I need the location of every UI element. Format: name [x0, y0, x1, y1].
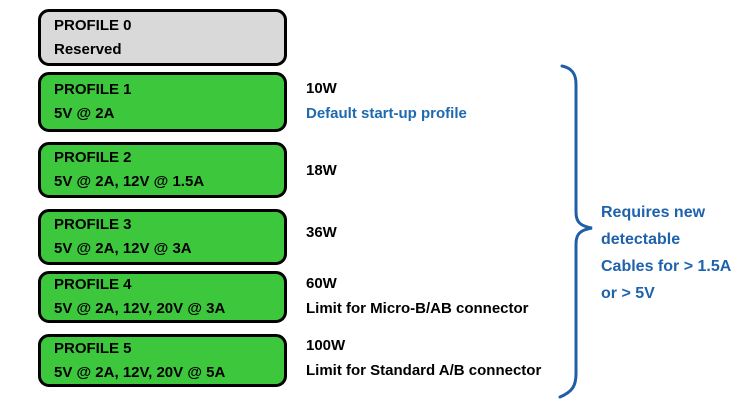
- brace-note-line: Cables for > 1.5A: [601, 258, 732, 275]
- profile-box-3: PROFILE 3 5V @ 2A, 12V @ 3A: [38, 209, 287, 265]
- brace-note-line: detectable: [601, 231, 681, 248]
- profile-title: PROFILE 5: [54, 339, 132, 357]
- power-rating: 18W: [306, 162, 337, 179]
- profile-title: PROFILE 1: [54, 81, 132, 98]
- annotation-profile-1: 10W Default start-up profile: [306, 76, 467, 126]
- brace-note-line: Requires new: [601, 204, 706, 221]
- annotation-profile-3: 36W: [306, 220, 337, 245]
- profile-note: Limit for Micro-B/AB connector: [306, 300, 529, 317]
- curly-brace-icon: [558, 64, 593, 399]
- profile-subtitle: 5V @ 2A: [54, 105, 115, 122]
- profile-title: PROFILE 4: [54, 276, 132, 293]
- profile-title: PROFILE 0: [54, 16, 132, 34]
- profile-title: PROFILE 3: [54, 216, 132, 233]
- profile-box-4: PROFILE 4 5V @ 2A, 12V, 20V @ 3A: [38, 271, 287, 323]
- profile-subtitle: 5V @ 2A, 12V @ 1.5A: [54, 173, 205, 190]
- power-rating: 36W: [306, 224, 337, 241]
- profile-box-5: PROFILE 5 5V @ 2A, 12V, 20V @ 5A: [38, 334, 287, 387]
- profile-note: Default start-up profile: [306, 105, 467, 122]
- profile-subtitle: 5V @ 2A, 12V, 20V @ 3A: [54, 300, 226, 317]
- annotation-profile-5: 100W Limit for Standard A/B connector: [306, 333, 541, 383]
- profile-subtitle: 5V @ 2A, 12V @ 3A: [54, 240, 192, 257]
- annotation-profile-4: 60W Limit for Micro-B/AB connector: [306, 271, 529, 321]
- profile-box-2: PROFILE 2 5V @ 2A, 12V @ 1.5A: [38, 142, 287, 198]
- profile-box-0: PROFILE 0 Reserved: [38, 9, 287, 66]
- annotation-profile-2: 18W: [306, 158, 337, 183]
- profile-box-1: PROFILE 1 5V @ 2A: [38, 72, 287, 132]
- brace-note: Requires new detectable Cables for > 1.5…: [601, 199, 741, 307]
- profile-note: Limit for Standard A/B connector: [306, 362, 542, 379]
- profile-title: PROFILE 2: [54, 149, 132, 166]
- power-rating: 60W: [306, 275, 337, 292]
- brace-note-line: or > 5V: [601, 285, 655, 302]
- power-rating: 10W: [306, 80, 337, 97]
- profile-subtitle: Reserved: [54, 40, 122, 58]
- profile-subtitle: 5V @ 2A, 12V, 20V @ 5A: [54, 363, 226, 381]
- power-rating: 100W: [306, 337, 346, 354]
